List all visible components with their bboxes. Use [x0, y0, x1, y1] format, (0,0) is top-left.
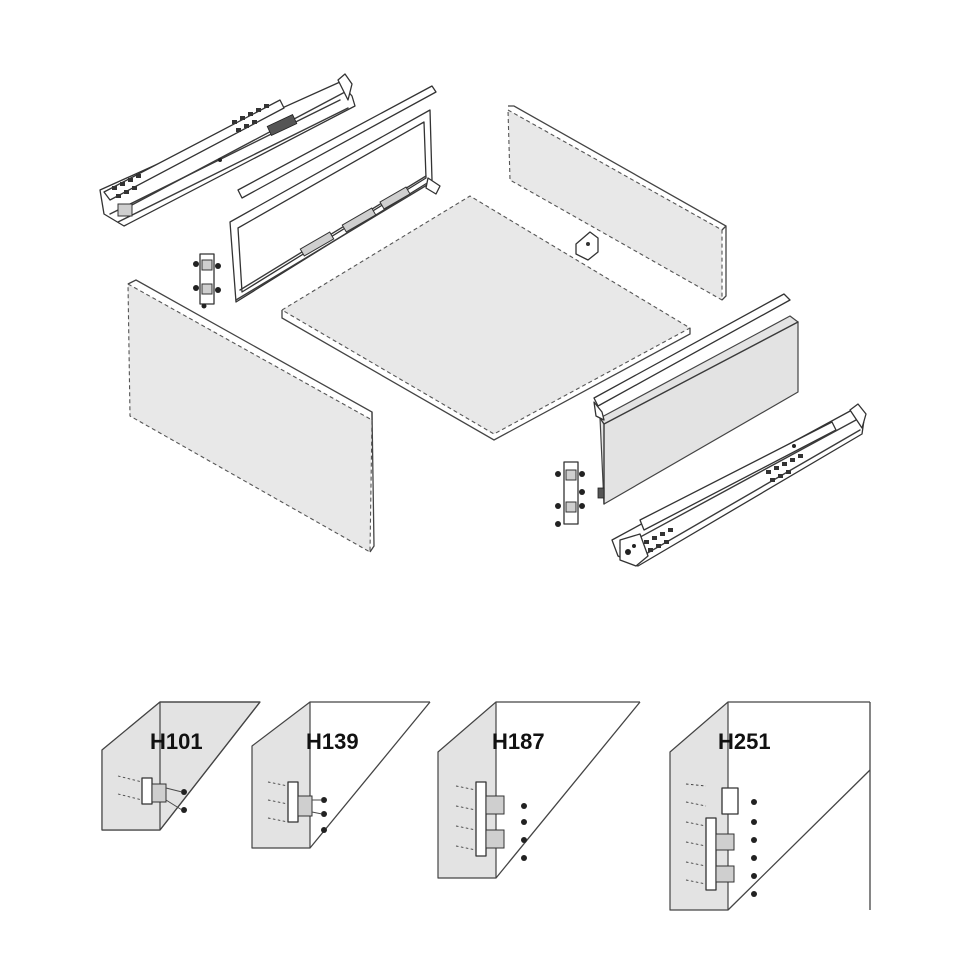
variant-h251: H251 [669, 701, 871, 911]
right-front-bracket [555, 461, 585, 527]
left-runner-holes [112, 104, 269, 198]
variant-h139-label: H139 [306, 729, 359, 754]
variant-h251-label: H251 [718, 729, 771, 754]
variant-h101-label: H101 [150, 729, 203, 754]
variant-h139: H139 [251, 701, 431, 849]
left-runner-rail [99, 73, 356, 227]
variant-h187: H187 [437, 701, 641, 879]
variant-h187-label: H187 [492, 729, 545, 754]
back-bracket [575, 231, 599, 261]
left-front-bracket [193, 253, 221, 309]
left-drawer-side [229, 109, 441, 303]
left-front-panel [127, 279, 375, 553]
right-drawer-side [593, 315, 799, 505]
left-top-strip [237, 85, 437, 199]
drawer-back-panel [507, 105, 727, 301]
drawer-bottom-panel [281, 195, 691, 441]
right-runner-holes [644, 454, 803, 552]
right-runner-rail [611, 403, 867, 567]
right-top-strip [593, 293, 791, 407]
variant-h101: H101 [101, 701, 261, 831]
